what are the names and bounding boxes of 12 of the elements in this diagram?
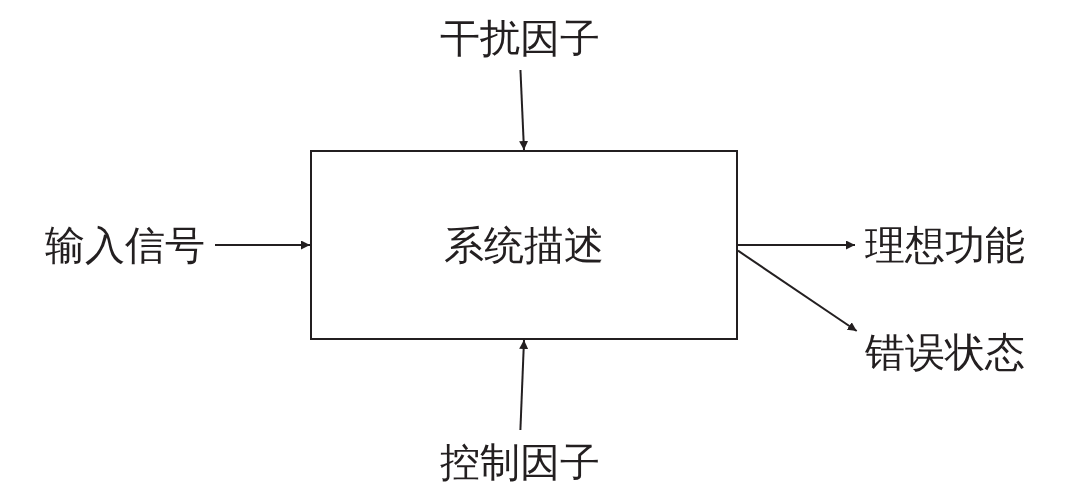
arrow	[214, 240, 311, 250]
output-label: 理想功能	[865, 223, 1025, 267]
process-box	[310, 150, 738, 340]
input-label: 输入信号	[45, 223, 205, 267]
output-label: 错误状态	[865, 330, 1025, 374]
box-title: 系统描述	[444, 220, 604, 270]
arrow	[737, 249, 858, 332]
input-label: 干扰因子	[440, 16, 600, 60]
arrow	[519, 69, 529, 151]
arrow	[519, 339, 529, 431]
input-label: 控制因子	[440, 440, 600, 484]
arrow	[737, 240, 856, 250]
